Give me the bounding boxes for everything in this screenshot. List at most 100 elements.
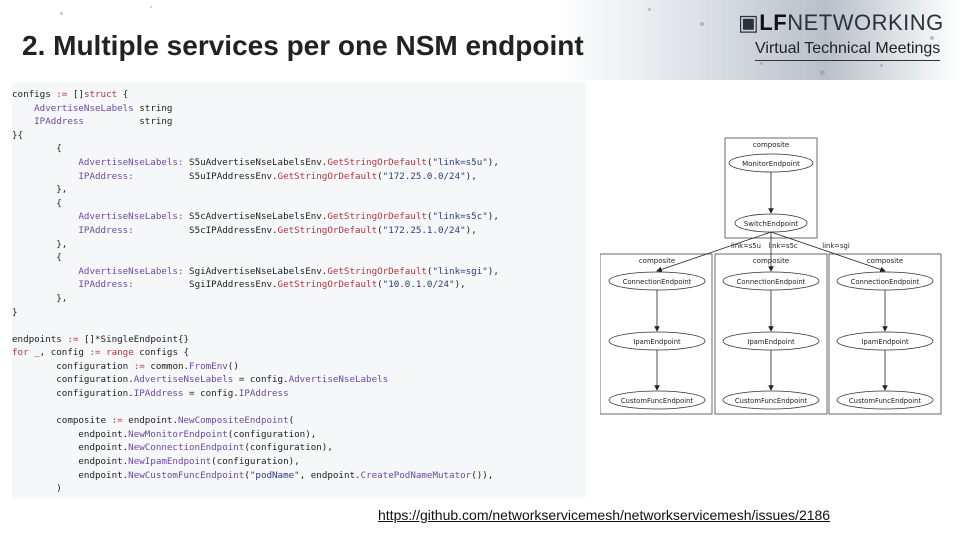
logo-rest-text: NETWORKING [787, 10, 944, 35]
code-line: }, [12, 183, 586, 197]
code-token: S5cIPAddressEnv. [133, 224, 278, 236]
code-token: "link=s5u" [432, 156, 488, 168]
code-line: AdvertiseNseLabels: S5cAdvertiseNseLabel… [12, 210, 586, 224]
code-line: composite := endpoint.NewCompositeEndpoi… [12, 414, 586, 428]
code-token: ), [465, 224, 477, 236]
code-line: { [12, 197, 586, 211]
code-token: ), [465, 170, 477, 182]
code-token: ), [487, 211, 499, 223]
branch-node-label: IpamEndpoint [633, 338, 681, 346]
decor-dot [648, 8, 651, 11]
code-token: ( [426, 265, 433, 277]
code-token: NewCustomFuncEndpoint [128, 469, 245, 481]
edge-label: link=s5c [768, 242, 798, 250]
branch-node-label: CustomFuncEndpoint [735, 397, 808, 405]
endpoint-graph: compositeMonitorEndpointSwitchEndpointco… [600, 137, 942, 415]
edge-label: link=s5u [731, 242, 761, 250]
code-token: struct [83, 89, 123, 100]
decor-dot [760, 62, 763, 65]
branch-node-label: IpamEndpoint [747, 338, 795, 346]
code-line [12, 319, 586, 333]
header-banner: 2. Multiple services per one NSM endpoin… [0, 0, 960, 80]
code-token: }, [12, 238, 68, 250]
code-token: endpoint. [12, 442, 129, 454]
code-token: IPAddress [34, 116, 84, 128]
branch-node-label: CustomFuncEndpoint [621, 397, 694, 405]
code-token: := [133, 360, 151, 372]
code-token: GetStringOrDefault [327, 265, 427, 277]
code-token: "172.25.1.0/24" [382, 224, 466, 236]
code-line: IPAddress: SgiIPAddressEnv.GetStringOrDe… [12, 278, 586, 292]
code-line: endpoint.NewIpamEndpoint(configuration), [12, 455, 586, 469]
code-token: GetStringOrDefault [277, 170, 378, 182]
code-line: { [12, 142, 586, 156]
issue-link[interactable]: https://github.com/networkservicemesh/ne… [378, 507, 831, 523]
monitor-node-label: MonitorEndpoint [742, 160, 800, 168]
logo-mark-icon: ▣ [738, 10, 760, 35]
code-token: IPAddress [238, 388, 289, 400]
code-token: ( [288, 415, 295, 427]
code-token: } [12, 306, 18, 318]
code-token [12, 116, 34, 127]
code-token: endpoints [12, 333, 68, 345]
code-line: IPAddress: S5cIPAddressEnv.GetStringOrDe… [12, 224, 586, 238]
code-token: configuration. [12, 374, 134, 386]
code-token: S5cAdvertiseNseLabelsEnv. [183, 211, 328, 223]
code-token: AdvertiseNseLabels [133, 374, 234, 386]
code-token: "link=s5c" [432, 211, 488, 223]
code-token: () [227, 360, 239, 372]
branch-node-label: IpamEndpoint [861, 338, 909, 346]
code-token: := [67, 333, 84, 345]
code-token: ( [377, 170, 383, 182]
branch-node-label: ConnectionEndpoint [623, 278, 692, 286]
code-token: ( [426, 156, 433, 168]
code-token: ( [426, 211, 433, 223]
code-token: configuration. [12, 388, 134, 400]
code-token: NewIpamEndpoint [128, 456, 212, 468]
code-token: common. [150, 360, 190, 372]
code-line: }{ [12, 129, 586, 143]
code-line: endpoint.NewMonitorEndpoint(configuratio… [12, 428, 586, 442]
code-token: NewCompositeEndpoint [177, 415, 289, 427]
switch-edge [656, 231, 772, 273]
code-token: "172.25.0.0/24" [382, 170, 466, 182]
code-token: }{ [12, 129, 24, 141]
code-token [12, 157, 78, 168]
code-line: endpoint.NewConnectionEndpoint(configura… [12, 441, 586, 455]
code-token: string [133, 102, 173, 114]
code-token: AdvertiseNseLabels: [78, 265, 184, 277]
code-line: endpoint.NewCustomFuncEndpoint("podName"… [12, 469, 586, 483]
code-token: ), [454, 279, 466, 291]
edge-label: link=sgi [822, 242, 850, 250]
code-token: (configuration), [244, 442, 333, 454]
code-token: = config. [183, 388, 239, 400]
code-token: ( [377, 279, 383, 291]
code-token: AdvertiseNseLabels: [78, 211, 184, 223]
decor-dot [820, 70, 825, 75]
code-token: = config. [233, 374, 289, 386]
code-token: , endpoint. [299, 469, 361, 481]
code-line: ) [12, 482, 586, 496]
decor-dot [880, 64, 883, 67]
code-token: []*SingleEndpoint{} [83, 333, 190, 345]
code-token: endpoint. [128, 415, 178, 427]
branch-node [836, 390, 934, 410]
code-token [12, 279, 78, 290]
code-token: endpoint. [12, 456, 129, 468]
code-snippet: configs := []struct { AdvertiseNseLabels… [12, 82, 586, 498]
code-token: { [12, 252, 62, 264]
branch-node-label: ConnectionEndpoint [737, 278, 806, 286]
code-token: configs [12, 89, 57, 100]
code-token: ()), [471, 469, 494, 481]
code-line: AdvertiseNseLabels: S5uAdvertiseNseLabel… [12, 156, 586, 170]
code-token: IPAddress [133, 388, 184, 400]
code-token: IPAddress: [78, 224, 134, 236]
branch-cluster-label: composite [867, 257, 903, 265]
code-token: (configuration), [227, 428, 317, 440]
code-token: { [12, 143, 62, 155]
branch-node-label: CustomFuncEndpoint [849, 397, 922, 405]
code-line: AdvertiseNseLabels string [12, 102, 586, 116]
code-token: }, [12, 292, 68, 304]
switch-edge [770, 231, 886, 273]
code-token: }, [12, 184, 68, 196]
